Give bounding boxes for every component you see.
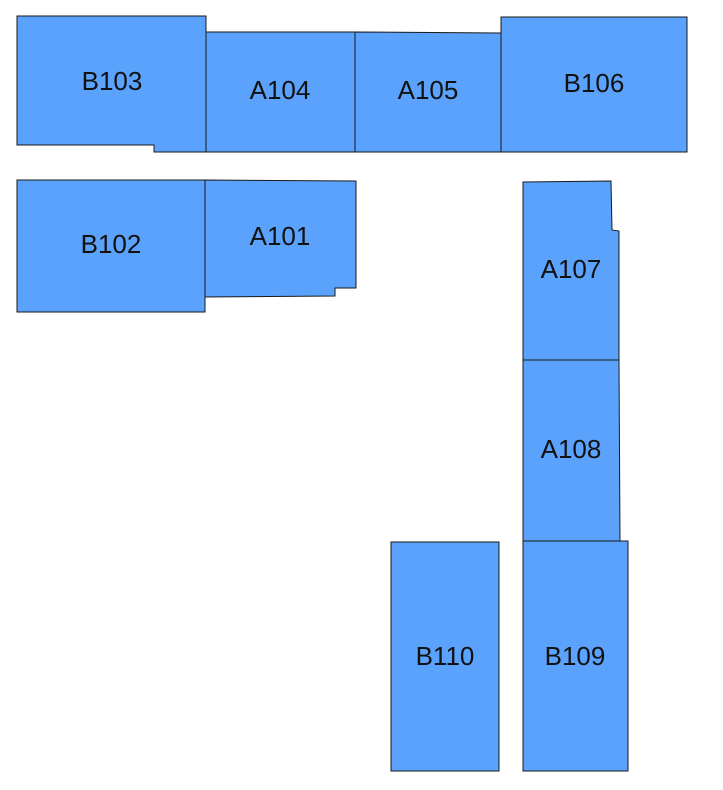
room-a104-shape[interactable] [205, 31, 356, 153]
room-a104[interactable]: A104 [205, 31, 356, 153]
room-a101-shape[interactable] [204, 179, 357, 298]
room-b103-shape[interactable] [16, 15, 207, 153]
room-b110[interactable]: B110 [390, 541, 500, 772]
room-b110-shape[interactable] [390, 541, 500, 772]
room-a105-shape[interactable] [354, 31, 502, 153]
room-a108-shape[interactable] [522, 359, 621, 542]
room-a107-shape[interactable] [522, 180, 620, 361]
room-a108[interactable]: A108 [522, 359, 621, 542]
room-b102-shape[interactable] [16, 179, 206, 313]
room-b106-shape[interactable] [500, 16, 688, 153]
room-a105[interactable]: A105 [354, 31, 502, 153]
room-b106[interactable]: B106 [500, 16, 688, 153]
room-b103[interactable]: B103 [16, 15, 207, 153]
room-b109[interactable]: B109 [522, 540, 629, 772]
room-a101[interactable]: A101 [204, 179, 357, 298]
room-b109-shape[interactable] [522, 540, 629, 772]
room-b102[interactable]: B102 [16, 179, 206, 313]
room-a107[interactable]: A107 [522, 180, 620, 361]
